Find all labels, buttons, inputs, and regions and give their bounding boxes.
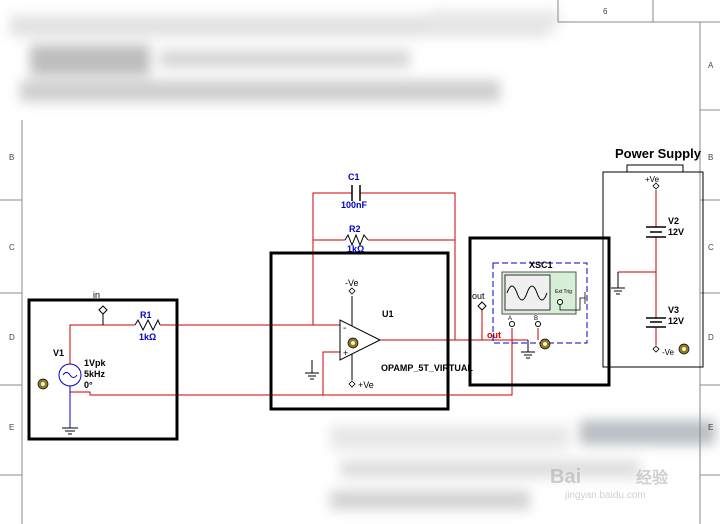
probe-icon[interactable] — [37, 378, 49, 390]
output-net-label: out — [487, 330, 501, 340]
highlight-input-box — [27, 298, 179, 441]
blurred-properties-panel — [320, 410, 720, 524]
v1-amplitude: 1Vpk — [84, 358, 107, 368]
sheet-row-label: C — [708, 243, 714, 252]
u1-plus-pin: + — [343, 348, 348, 358]
u1-minus-pin: - — [343, 323, 346, 334]
r2-name: R2 — [349, 224, 361, 234]
v1-phase: 0° — [84, 380, 93, 390]
u1-neg-supply: -Ve — [345, 278, 359, 288]
output-port[interactable]: out out — [472, 291, 501, 340]
scope-channel-b: B — [534, 316, 538, 322]
sheet-row-label: E — [708, 423, 713, 432]
v3-value: 12V — [668, 316, 684, 326]
watermark-brand-cn: 经验 — [636, 468, 669, 487]
c1-name: C1 — [348, 172, 360, 182]
sheet-row-label: B — [708, 153, 713, 162]
r2-value: 1kΩ — [347, 244, 364, 254]
r1-name: R1 — [140, 310, 152, 320]
v3-name: V3 — [668, 305, 679, 315]
ground-symbol — [305, 360, 319, 380]
u1-model: OPAMP_5T_VIRTUAL — [381, 363, 473, 373]
c1-capacitor[interactable]: C1 100nF — [341, 172, 368, 210]
v2-value: 12V — [668, 227, 684, 237]
r2-resistor[interactable]: R2 1kΩ — [344, 224, 369, 254]
wires[interactable] — [69, 190, 657, 396]
power-supply-neg-label: -Ve — [662, 348, 675, 357]
v2-name: V2 — [668, 216, 679, 226]
input-port[interactable]: in — [93, 290, 108, 325]
u1-name: U1 — [382, 309, 394, 319]
probe-icon[interactable] — [678, 343, 690, 355]
output-port-label: out — [472, 291, 485, 301]
r1-resistor[interactable]: R1 1kΩ — [134, 310, 161, 342]
probe-icon[interactable] — [347, 337, 359, 349]
u1-pos-supply: +Ve — [358, 380, 374, 390]
sheet-column-label: 6 — [603, 7, 608, 16]
highlight-scope-box — [468, 236, 611, 387]
watermark-url: jingyan.baidu.com — [564, 490, 646, 501]
sheet-row-label: E — [9, 423, 14, 432]
v1-ac-source[interactable]: V1 1Vpk 5kHz 0° — [53, 348, 107, 428]
blurred-toolbar — [0, 0, 580, 120]
oscilloscope-xsc1[interactable]: XSC1 Ext Trig A B — [492, 260, 588, 344]
ground-symbol — [611, 272, 625, 295]
probe-icon[interactable] — [539, 338, 551, 350]
highlight-boxes — [27, 236, 611, 441]
r1-value: 1kΩ — [139, 332, 156, 342]
v1-frequency: 5kHz — [84, 369, 106, 379]
scope-name: XSC1 — [529, 260, 553, 270]
v1-name: V1 — [53, 348, 64, 358]
power-supply[interactable]: Power Supply +Ve V2 12V V3 12V -Ve — [602, 146, 704, 368]
scope-ext-trig: Ext Trig — [555, 289, 572, 295]
ground-symbol — [521, 340, 535, 359]
watermark-brand: Bai — [550, 466, 581, 488]
input-port-label: in — [93, 290, 100, 300]
scope-channel-a: A — [508, 316, 512, 322]
sheet-row-label: D — [708, 333, 714, 342]
c1-value: 100nF — [341, 200, 368, 210]
ground-symbol — [62, 427, 78, 435]
highlight-opamp-box — [269, 251, 450, 411]
sheet-row-label: A — [708, 61, 714, 70]
power-supply-pos-label: +Ve — [645, 175, 660, 184]
sheet-row-label: B — [9, 153, 14, 162]
sheet-row-label: D — [9, 333, 15, 342]
watermark: Bai 经验 jingyan.baidu.com — [550, 466, 669, 501]
u1-opamp[interactable]: - + -Ve +Ve U1 OPAMP_5T_VIRTUAL — [339, 278, 473, 390]
sheet-row-label: C — [9, 243, 15, 252]
power-supply-title: Power Supply — [615, 146, 702, 161]
